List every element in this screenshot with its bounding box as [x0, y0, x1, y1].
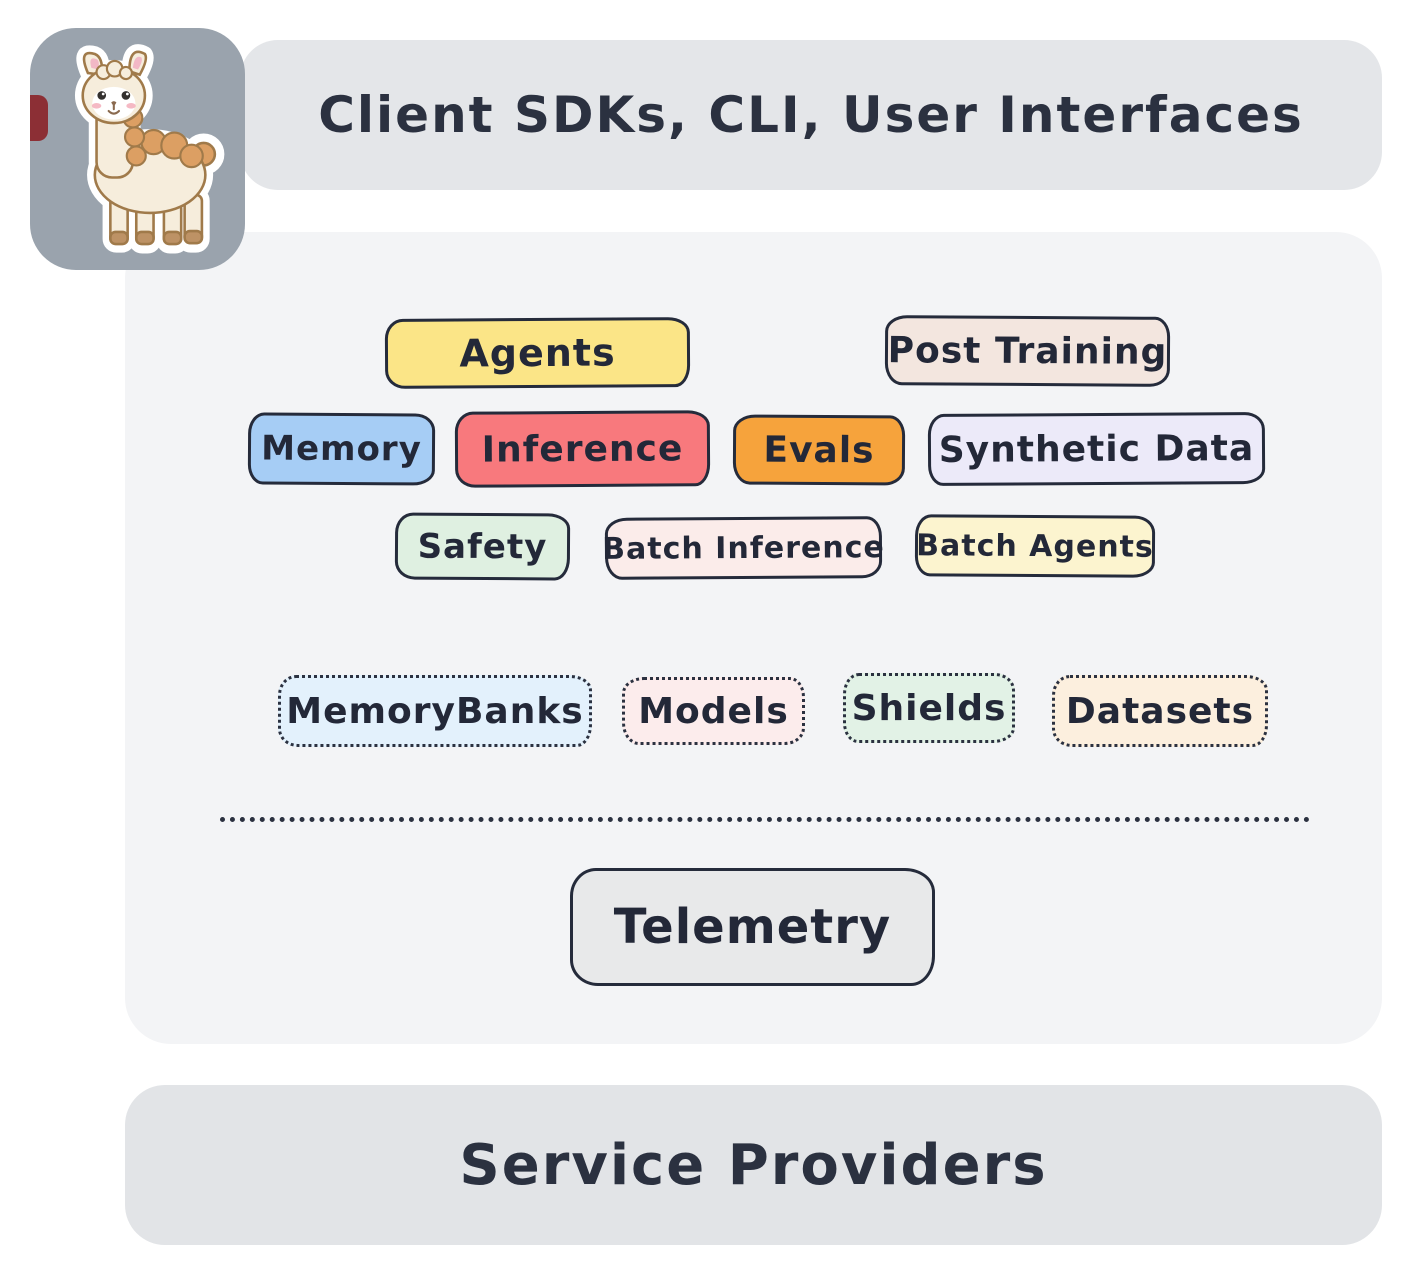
api-box-inference: Inference	[454, 410, 711, 488]
llama-logo-card	[30, 28, 245, 270]
api-box-safety-label: Safety	[417, 526, 548, 567]
api-box-post-training: Post Training	[884, 315, 1171, 387]
api-box-agents-label: Agents	[459, 330, 616, 376]
llama-stack-apis-panel: Agents Post Training Memory Inference Ev…	[125, 232, 1382, 1044]
resource-box-shields: Shields	[843, 673, 1015, 743]
telemetry-label: Telemetry	[613, 899, 892, 955]
api-box-synthetic-data-label: Synthetic Data	[938, 427, 1255, 471]
api-box-batch-inference-label: Batch Inference	[602, 529, 885, 567]
telemetry-box: Telemetry	[570, 868, 935, 986]
api-box-memory-label: Memory	[261, 428, 422, 470]
client-layer-title: Client SDKs, CLI, User Interfaces	[318, 86, 1304, 144]
client-layer-bar: Client SDKs, CLI, User Interfaces	[240, 40, 1382, 190]
api-box-evals: Evals	[732, 414, 906, 486]
api-box-evals-label: Evals	[763, 429, 875, 471]
api-box-post-training-label: Post Training	[887, 329, 1168, 373]
resource-box-datasets: Datasets	[1052, 675, 1268, 747]
llama-mascot-icon	[74, 44, 224, 254]
resource-box-datasets-label: Datasets	[1065, 690, 1255, 732]
api-box-batch-agents-label: Batch Agents	[916, 527, 1154, 565]
api-box-agents: Agents	[384, 317, 691, 389]
resource-box-models: Models	[622, 677, 805, 745]
resource-box-memorybanks-label: MemoryBanks	[286, 690, 584, 732]
api-box-memory: Memory	[247, 412, 436, 486]
resource-box-memorybanks: MemoryBanks	[278, 675, 592, 747]
logo-accent-tab	[30, 95, 48, 141]
resource-box-shields-label: Shields	[851, 687, 1007, 729]
dotted-separator	[220, 817, 1310, 822]
service-providers-bar: Service Providers	[125, 1085, 1382, 1245]
api-box-batch-inference: Batch Inference	[602, 516, 885, 580]
resource-box-models-label: Models	[638, 690, 789, 732]
api-box-safety: Safety	[394, 512, 571, 581]
service-providers-title: Service Providers	[459, 1132, 1048, 1198]
api-box-batch-agents: Batch Agents	[914, 514, 1156, 578]
api-box-synthetic-data: Synthetic Data	[927, 411, 1266, 487]
api-box-inference-label: Inference	[481, 427, 684, 471]
